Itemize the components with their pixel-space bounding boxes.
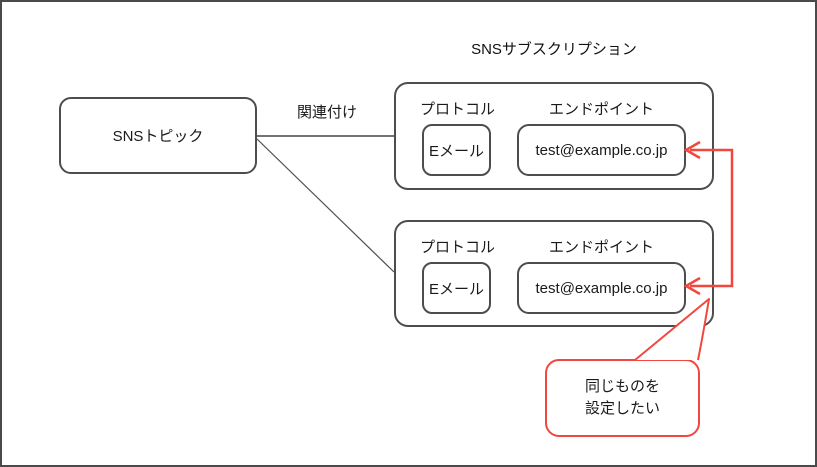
protocol-value-text-2: Eメール: [428, 280, 484, 298]
endpoint-label-2: エンドポイント: [548, 239, 654, 256]
association-line-bottom: [256, 138, 395, 273]
endpoint-value-1: test@example.co.jp: [517, 124, 686, 176]
subscription-node-1: プロトコル エンドポイント Eメール test@example.co.jp: [394, 82, 714, 190]
association-label: 関連付け: [296, 104, 357, 121]
callout-bubble: 同じものを 設定したい: [545, 359, 700, 437]
subscription-node-2: プロトコル エンドポイント Eメール test@example.co.jp: [394, 220, 714, 327]
sns-topic-label: SNSトピック: [112, 128, 204, 145]
callout-text-line1: 同じものを: [584, 378, 660, 395]
protocol-value-text-1: Eメール: [428, 142, 484, 160]
protocol-value-2: Eメール: [422, 262, 491, 314]
callout-text-line2: 設定したい: [584, 400, 660, 417]
endpoint-label-1: エンドポイント: [548, 101, 654, 118]
endpoint-value-text-1: test@example.co.jp: [535, 141, 668, 159]
sns-topic-node: SNSトピック: [59, 97, 257, 174]
endpoint-value-text-2: test@example.co.jp: [535, 279, 668, 297]
endpoint-value-2: test@example.co.jp: [517, 262, 686, 314]
protocol-value-1: Eメール: [422, 124, 491, 176]
diagram-title: SNSサブスクリプション: [471, 41, 637, 58]
protocol-label-2: プロトコル: [420, 239, 496, 256]
protocol-label-1: プロトコル: [420, 101, 496, 118]
